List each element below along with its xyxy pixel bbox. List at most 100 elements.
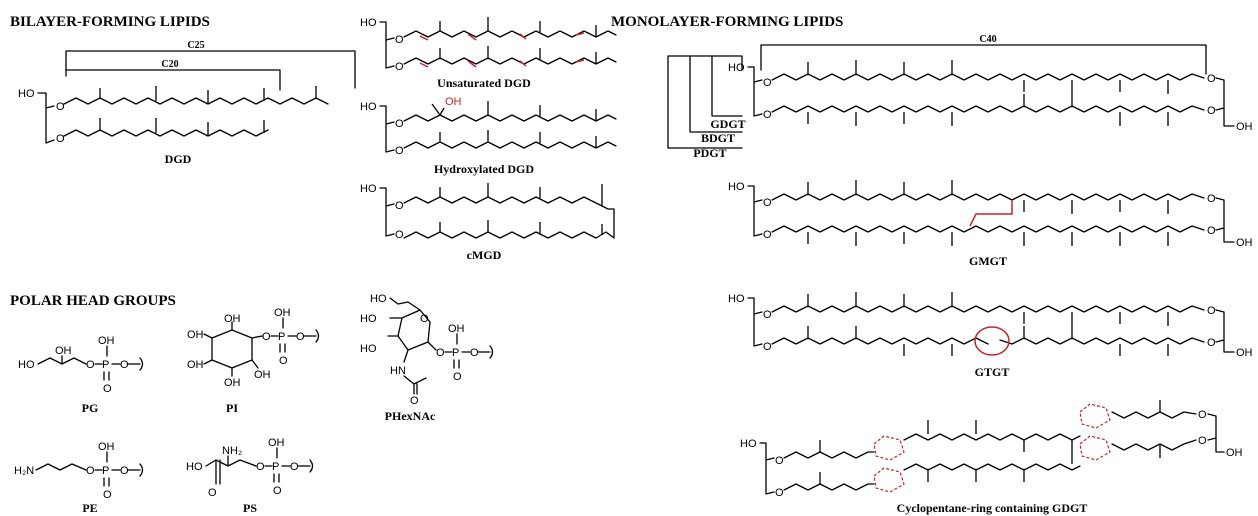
dgd-structure: C25 C20 HO O O DGD — [18, 40, 356, 166]
pi-oh4: OH — [224, 377, 241, 389]
gmgt-o4: O — [1207, 225, 1216, 237]
hydroxylated-dgd-structure: HO O O OH Hydroxylated DGD — [360, 96, 617, 176]
unsaturated-dgd-structure: HO O O Unsaturated DGD — [360, 17, 617, 90]
phex-o2: O — [470, 347, 479, 359]
phex-amide-o: O — [410, 395, 419, 407]
gmgt-oh: OH — [1236, 237, 1253, 249]
pg-o: O — [86, 359, 95, 371]
cyclopentane-gdgt-structure: HO O O O O OH Cyclopentane-ring containi… — [740, 400, 1243, 515]
gtgt-gap-circle — [974, 326, 1010, 356]
unsat-ho: HO — [360, 17, 377, 29]
gmgt-crosslink — [969, 200, 1013, 227]
pe-p-o: O — [103, 489, 112, 501]
gdgt-label: GDGT — [710, 117, 745, 131]
pg-p-o: O — [103, 383, 112, 395]
gdgt-ho: HO — [728, 62, 745, 74]
phex-ho2: HO — [360, 313, 377, 325]
dgd-ho: HO — [18, 88, 35, 100]
gdgt-o4: O — [1207, 105, 1216, 117]
pi-structure: OH OH O OH OH OH P OH O O PI — [187, 307, 320, 415]
bdgt-label: BDGT — [701, 131, 735, 145]
ps-label: PS — [243, 501, 257, 515]
ps-p: P — [272, 461, 279, 473]
pe-p-oh: OH — [98, 441, 115, 453]
pe-p: P — [102, 465, 109, 477]
gmgt-o3: O — [1207, 193, 1216, 205]
pg-o2: O — [120, 359, 129, 371]
pdgt-label: PDGT — [693, 146, 726, 160]
pi-oh2: OH — [224, 313, 241, 325]
pg-oh: OH — [55, 345, 72, 357]
pe-label: PE — [82, 501, 97, 515]
ps-carbonyl-o: O — [208, 487, 217, 499]
polar-section-title: POLAR HEAD GROUPS — [10, 293, 176, 309]
gtgt-label: GTGT — [975, 365, 1010, 379]
pe-o: O — [86, 465, 95, 477]
gtgt-o3: O — [1207, 305, 1216, 317]
phex-p-oh: OH — [448, 323, 465, 335]
pg-ho: HO — [18, 359, 35, 371]
gdgt-o3: O — [1207, 73, 1216, 85]
cyclo-o2: O — [775, 487, 784, 499]
gdgt-brackets — [667, 55, 743, 149]
cmgd-o1: O — [395, 200, 404, 212]
pe-o2: O — [120, 465, 129, 477]
ps-structure: HO O NH₂ O P OH O O PS — [186, 437, 314, 515]
cmgd-ho: HO — [360, 183, 377, 195]
ps-o2: O — [290, 461, 299, 473]
phexnac-label: PHexNAc — [385, 409, 436, 423]
cmgd-structure: HO O O cMGD — [360, 183, 615, 262]
hydrox-o2: O — [395, 145, 404, 157]
phexnac-structure: HO O HO HO O P OH O O HN O PHexNAc — [360, 293, 494, 423]
pi-o2: O — [296, 331, 305, 343]
pi-p-oh: OH — [274, 307, 291, 319]
pe-structure: H₂N O P OH O O PE — [14, 441, 144, 515]
gmgt-structure: HO O O O O OH GMGT — [728, 180, 1253, 268]
pi-o: O — [262, 331, 271, 343]
phex-p-o: O — [453, 371, 462, 383]
gmgt-o2: O — [763, 229, 772, 241]
dgd-chain-upper — [63, 97, 329, 105]
pi-oh1: OH — [187, 329, 204, 341]
cyclopentane-ring-1 — [873, 435, 905, 461]
phex-ho1: HO — [370, 293, 387, 305]
gmgt-o1: O — [763, 197, 772, 209]
gtgt-oh: OH — [1236, 347, 1253, 359]
ps-o: O — [256, 461, 265, 473]
c20-bracket — [65, 69, 281, 91]
unsat-o2: O — [395, 61, 404, 73]
cyclo-o3: O — [1198, 409, 1207, 421]
ps-p-oh: OH — [268, 437, 285, 449]
cyclo-label: Cyclopentane-ring containing GDGT — [897, 501, 1088, 515]
gmgt-label: GMGT — [969, 254, 1007, 268]
dgd-label: DGD — [165, 152, 192, 166]
phex-ho3: HO — [360, 343, 377, 355]
gtgt-o1: O — [763, 309, 772, 321]
pi-p-o: O — [279, 355, 288, 367]
hydrox-ho: HO — [360, 101, 377, 113]
c40-label: C40 — [979, 34, 996, 45]
ps-p-o: O — [273, 485, 282, 497]
cyclo-o1: O — [775, 455, 784, 467]
gtgt-ho: HO — [728, 293, 745, 305]
cyclopentane-ring-2 — [873, 467, 905, 493]
pi-p: P — [278, 331, 285, 343]
pi-oh5: OH — [187, 359, 204, 371]
cyclo-oh: OH — [1226, 447, 1243, 459]
gtgt-structure: HO O O O O OH GTGT — [728, 292, 1253, 379]
dgd-o2: O — [56, 133, 65, 145]
cmgd-o2: O — [395, 229, 404, 241]
cyclopentane-ring-3 — [1079, 403, 1111, 429]
gdgt-oh: OH — [1236, 121, 1253, 133]
pg-label: PG — [82, 401, 99, 415]
pe-h2n: H₂N — [14, 465, 34, 477]
hydrox-oh: OH — [445, 96, 462, 108]
dgd-o1: O — [56, 101, 65, 113]
gmgt-ho: HO — [728, 181, 745, 193]
gdgt-o1: O — [763, 77, 772, 89]
c40-bracket — [760, 44, 1207, 75]
pi-oh3: OH — [254, 369, 271, 381]
cmgd-label: cMGD — [467, 248, 502, 262]
c20-label: C20 — [161, 59, 178, 70]
pg-structure: HO OH O P OH O O PG — [18, 335, 144, 415]
